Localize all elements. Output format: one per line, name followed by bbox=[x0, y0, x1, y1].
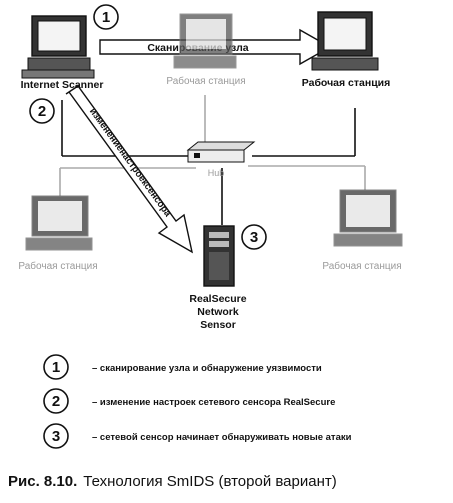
legend-2-number: 2 bbox=[52, 393, 60, 410]
marker-3-circle bbox=[241, 224, 267, 250]
workstation-top-center bbox=[173, 13, 237, 69]
scanner-keyboard bbox=[21, 69, 95, 79]
wtc-base bbox=[173, 55, 237, 69]
legend-3-circle bbox=[43, 423, 69, 449]
legend: 1 – сканирование узла и обнаружение уязв… bbox=[43, 354, 352, 449]
legend-item-2: 2 – изменение настроек сетевого сенсора … bbox=[43, 388, 335, 414]
workstation-top-right-label: Рабочая станция bbox=[302, 77, 391, 89]
sensor-label-line3: Sensor bbox=[200, 319, 236, 331]
hub-port bbox=[194, 153, 200, 158]
marker-1-number: 1 bbox=[102, 9, 110, 26]
scanner-base bbox=[27, 57, 91, 71]
sensor-drive-2 bbox=[209, 241, 229, 247]
change-arrow-label: изменениенастроексенсора bbox=[87, 106, 174, 219]
hub-front bbox=[187, 149, 245, 163]
marker-2-number: 2 bbox=[38, 103, 46, 120]
legend-2-text: – изменение настроек сетевого сенсора Re… bbox=[92, 397, 335, 408]
legend-2-circle bbox=[43, 388, 69, 414]
change-arrow-shape bbox=[65, 85, 194, 254]
sensor-tower bbox=[203, 225, 235, 287]
marker-1-circle bbox=[93, 4, 119, 30]
workstation-bottom-left-label: Рабочая станция bbox=[18, 260, 97, 272]
caption-figure-number: Рис. 8.10. bbox=[8, 473, 77, 490]
workstation-top-right bbox=[311, 11, 379, 71]
legend-1-circle bbox=[43, 354, 69, 380]
wbl-screen bbox=[38, 201, 82, 231]
hub-body bbox=[186, 141, 256, 151]
hub-label: Hub bbox=[208, 168, 225, 178]
legend-3-text: – сетевой сенсор начинает обнаруживать н… bbox=[92, 432, 352, 443]
wtc-screen bbox=[186, 19, 226, 49]
wbr-screen bbox=[346, 195, 390, 227]
marker-3-number: 3 bbox=[250, 229, 258, 246]
legend-1-text: – сканирование узла и обнаружение уязвим… bbox=[92, 363, 322, 374]
workstation-bottom-right bbox=[333, 189, 403, 247]
sensor-label-line2: Network bbox=[197, 306, 239, 318]
sensor-panel bbox=[209, 252, 229, 280]
workstation-bottom-left bbox=[25, 195, 93, 251]
hub bbox=[186, 141, 256, 163]
wbr-base bbox=[333, 233, 403, 247]
marker-1: 1 bbox=[93, 4, 119, 30]
marker-2: 2 bbox=[29, 98, 55, 124]
scanner-computer bbox=[21, 15, 95, 79]
figure-caption: Рис. 8.10. Технология SmIDS (второй вариа… bbox=[8, 473, 337, 490]
sensor-label-line1: RealSecure bbox=[189, 293, 246, 305]
legend-item-1: 1 – сканирование узла и обнаружение уязв… bbox=[43, 354, 322, 380]
caption-title: Технология SmIDS (второй вариант) bbox=[83, 473, 336, 490]
marker-3: 3 bbox=[241, 224, 267, 250]
scanner-screen bbox=[37, 20, 81, 52]
legend-1-number: 1 bbox=[52, 359, 60, 376]
marker-2-circle bbox=[29, 98, 55, 124]
scanner-label: Internet Scanner bbox=[21, 79, 104, 91]
wtr-base bbox=[311, 57, 379, 71]
workstation-bottom-right-label: Рабочая станция bbox=[322, 260, 401, 272]
sensor-drive-1 bbox=[209, 232, 229, 238]
caption-line: Рис. 8.10. Технология SmIDS (второй вариа… bbox=[8, 473, 337, 490]
wtr-screen bbox=[323, 17, 367, 51]
workstation-top-center-label: Рабочая станция bbox=[166, 75, 245, 87]
wbl-base bbox=[25, 237, 93, 251]
legend-3-number: 3 bbox=[52, 428, 60, 445]
legend-item-3: 3 – сетевой сенсор начинает обнаруживать… bbox=[43, 423, 352, 449]
